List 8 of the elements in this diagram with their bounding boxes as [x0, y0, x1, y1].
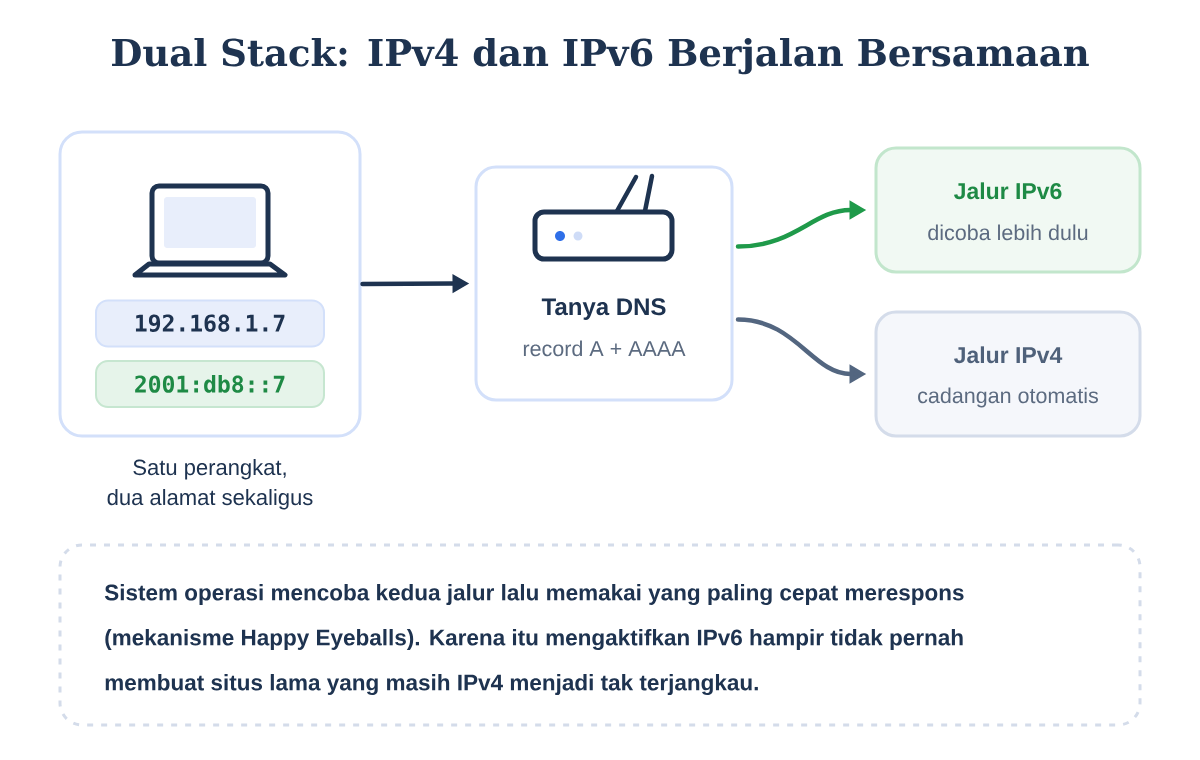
- note-box: Sistem operasi mencoba kedua jalur lalu memakai yang paling cepat merespons (mekanisme Happy Eyeballs). Karena itu mengaktifkan IPv6 hampir tidak pernah membuat situs lama yang masih IPv4 menjadi tak terjangkau.: [58, 543, 1142, 727]
- title: Dual Stack: IPv4 dan IPv6 Berjalan Bersamaan: [112, 37, 1089, 75]
- address-pill: 192.168.1.7: [95, 299, 325, 348]
- route-box: Jalur IPv4 cadangan otomatis: [874, 310, 1142, 438]
- address-pill: 2001:db8::7: [95, 360, 325, 408]
- device-label: Satu perangkat, dua alamat sekaligus: [107, 459, 313, 510]
- route-box: Jalur IPv6 dicoba lebih dulu: [874, 146, 1142, 274]
- dns-box: Tanya DNS record A + AAAA: [474, 165, 734, 402]
